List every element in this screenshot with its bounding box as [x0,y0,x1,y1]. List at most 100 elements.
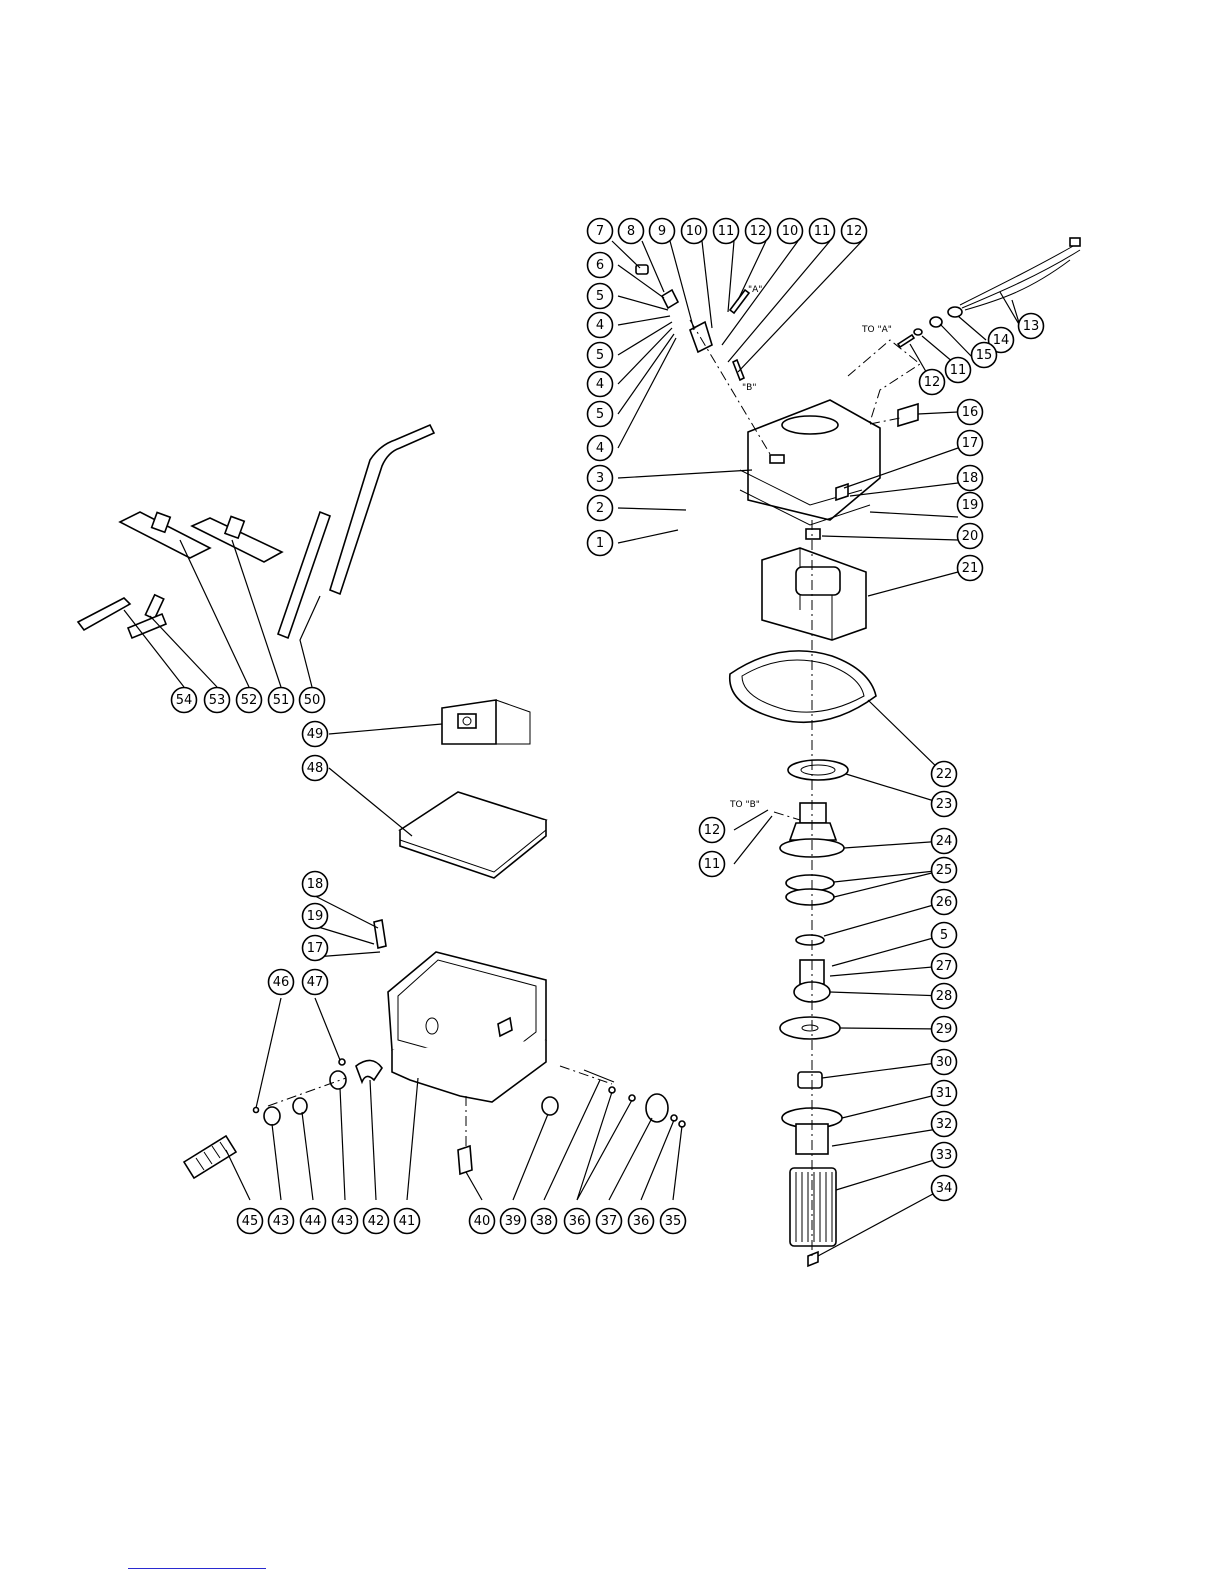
footer-underline [128,1568,266,1569]
callout-number: 46 [273,975,290,990]
callout-54: 54 [172,688,197,713]
callout-16: 16 [958,400,983,425]
callout-18: 18 [303,872,328,897]
part-connector [914,329,922,335]
callout-12: 12 [746,219,771,244]
callout-number: 31 [936,1086,953,1101]
callout-number: 18 [962,471,979,486]
callout-35: 35 [661,1209,686,1234]
callout-17: 17 [303,936,328,961]
callout-8: 8 [619,219,644,244]
part-filter-bag [442,700,530,744]
callout-number: 21 [962,561,979,576]
callout-1: 1 [588,531,613,556]
part-motor-cover [762,548,866,640]
part-tank [388,952,546,1102]
part-switch-plate [662,290,678,308]
callout-number: 18 [307,877,324,892]
label-to-a: TO "A" [861,325,892,335]
callout-36: 36 [629,1209,654,1234]
callout-5: 5 [588,402,613,427]
callout-number: 3 [596,471,604,486]
callout-number: 49 [307,727,324,742]
callout-number: 5 [940,928,948,943]
callout-number: 5 [596,289,604,304]
callout-19: 19 [958,493,983,518]
callout-12: 12 [842,219,867,244]
callout-number: 4 [596,441,604,456]
callout-10: 10 [682,219,707,244]
callout-number: 15 [976,348,993,363]
callout-number: 42 [368,1214,385,1229]
callout-number: 52 [241,693,258,708]
part-tank-latch [374,920,386,948]
callout-number: 20 [962,529,979,544]
callout-33: 33 [932,1143,957,1168]
part-gasket-plate [788,760,848,780]
callout-number: 29 [936,1022,953,1037]
part-inlet-nut [330,1071,346,1089]
part-screw-46 [254,1108,259,1113]
callout-37: 37 [597,1209,622,1234]
part-fan-plate [780,1017,840,1039]
callout-17: 17 [958,431,983,456]
label-a-top: "A" [748,285,762,295]
part-seal [796,935,824,945]
callout-number: 45 [242,1214,259,1229]
part-plug [1070,238,1080,246]
leader-lines [124,241,1020,1256]
callout-32: 32 [932,1112,957,1137]
callout-number: 17 [962,436,979,451]
callout-number: 5 [596,348,604,363]
callout-number: 48 [307,761,324,776]
callout-number: 53 [209,693,226,708]
part-inlet-elbow [356,1060,382,1082]
callout-number: 17 [307,941,324,956]
callout-number: 5 [596,407,604,422]
callout-number: 25 [936,863,953,878]
callout-number: 36 [633,1214,650,1229]
callout-number: 43 [337,1214,354,1229]
callout-number: 11 [704,857,721,872]
callout-number: 7 [596,224,604,239]
part-cartridge-filter [790,1168,836,1246]
callout-20: 20 [958,524,983,549]
label-b-top: "B" [742,383,756,393]
callout-10: 10 [778,219,803,244]
assembly-axis-wheel [560,1066,612,1084]
callout-46: 46 [269,970,294,995]
callout-3: 3 [588,466,613,491]
callout-30: 30 [932,1050,957,1075]
part-caster [458,1146,472,1174]
part-strain-relief [948,307,962,317]
callout-2: 2 [588,496,613,521]
callout-40: 40 [470,1209,495,1234]
part-filter-cap [798,1072,822,1088]
part-cable-end-b [733,360,744,380]
callout-31: 31 [932,1081,957,1106]
callout-number: 4 [596,318,604,333]
callout-number: 28 [936,989,953,1004]
callout-9: 9 [650,219,675,244]
callout-number: 9 [658,224,666,239]
callout-number: 12 [704,823,721,838]
callout-number: 19 [307,909,324,924]
callout-11: 11 [700,852,725,877]
callout-47: 47 [303,970,328,995]
callout-28: 28 [932,984,957,1009]
callout-number: 32 [936,1117,953,1132]
callout-27: 27 [932,954,957,979]
callout-11: 11 [714,219,739,244]
callout-22: 22 [932,762,957,787]
callout-number: 35 [665,1214,682,1229]
part-filter-knob [808,1252,818,1266]
callout-5: 5 [588,284,613,309]
callout-18: 18 [958,466,983,491]
callout-38: 38 [532,1209,557,1234]
callout-number: 2 [596,501,604,516]
callout-34: 34 [932,1176,957,1201]
callout-number: 37 [601,1214,618,1229]
part-tray [400,792,546,878]
callout-number: 4 [596,377,604,392]
